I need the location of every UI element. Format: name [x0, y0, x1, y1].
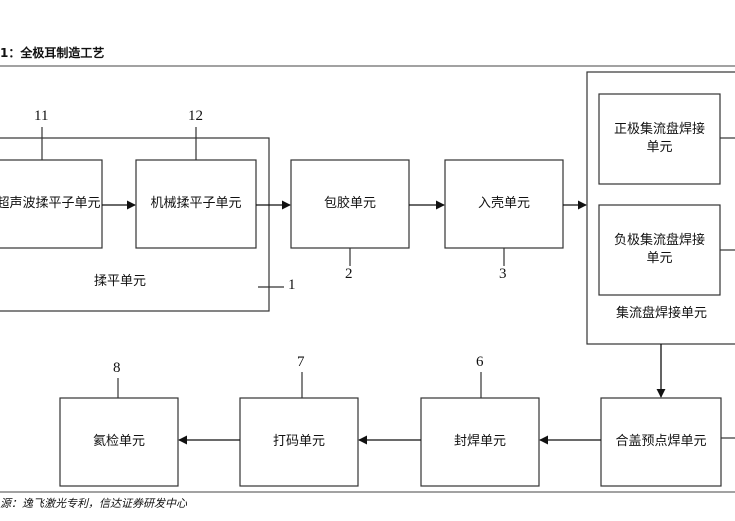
mechanical-label: 机械揉平子单元 [150, 196, 242, 211]
ref-number-3: 3 [499, 266, 507, 282]
negative-weld-label: 负极集流盘焊接单元 [613, 233, 705, 266]
ref-number-7: 7 [297, 354, 305, 370]
ref-number-8: 8 [113, 360, 121, 376]
ultrasonic-label: 超声波揉平子单元 [0, 196, 101, 211]
ultrasonic-box [0, 159, 103, 249]
taping-label: 包胶单元 [323, 196, 376, 211]
seal-weld-box [420, 397, 540, 487]
ref-number-1: 1 [288, 277, 296, 293]
helium-label: 氦检单元 [92, 434, 145, 449]
figure-title: 1：全极耳制造工艺 [0, 46, 105, 60]
flattening-unit-box [0, 137, 270, 312]
ref-number-2: 2 [345, 266, 353, 282]
ref-number-12: 12 [188, 108, 203, 124]
ref-number-6: 6 [476, 354, 484, 370]
flattening-label: 揉平单元 [93, 274, 146, 289]
ref-number-11: 11 [34, 108, 49, 124]
marking-label: 打码单元 [272, 434, 325, 449]
casing-label: 入壳单元 [477, 196, 530, 211]
cover-weld-box [600, 397, 722, 487]
cover-weld-label: 合盖预点焊单元 [615, 434, 707, 449]
collector-weld-label: 集流盘焊接单元 [615, 306, 707, 321]
helium-box [59, 397, 179, 487]
marking-box [239, 397, 359, 487]
seal-weld-label: 封焊单元 [453, 434, 506, 449]
positive-weld-box [598, 93, 721, 185]
source-note: 源：逸飞激光专利，信达证券研发中心 [0, 497, 187, 510]
positive-weld-label: 正极集流盘焊接单元 [613, 122, 705, 155]
collector-weld-box [586, 71, 735, 345]
